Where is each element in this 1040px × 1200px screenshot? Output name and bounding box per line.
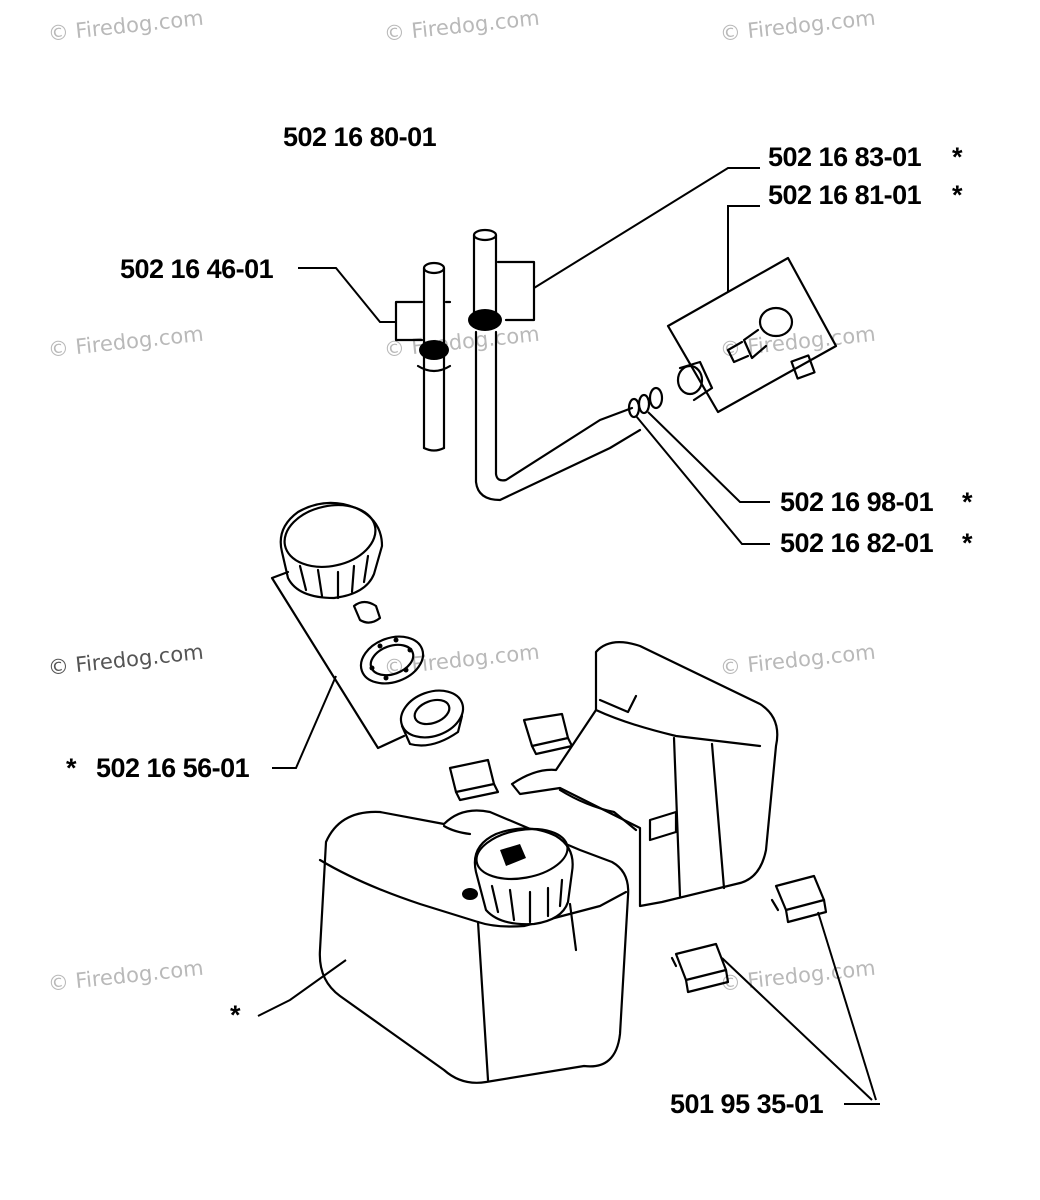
- label-hose-upper: 502 16 83-01: [768, 142, 922, 172]
- cap-retainer: [352, 600, 382, 624]
- leader-grommet-b: [635, 415, 770, 545]
- fuel-filter: [666, 256, 838, 414]
- rubber-pad-lower: [448, 758, 500, 802]
- leader-tank: [257, 959, 347, 1017]
- leader-filter-kit: [727, 205, 760, 292]
- label-hose-left: 502 16 46-01: [120, 254, 274, 284]
- label-grommet-b-star: *: [962, 528, 973, 558]
- leader-hose-left: [298, 267, 396, 323]
- leader-bumper-right: [817, 911, 877, 1101]
- label-bumper: 501 95 35-01: [670, 1089, 824, 1119]
- bumper-left: [670, 942, 730, 994]
- label-filter-kit-star: *: [952, 180, 963, 210]
- leader-grommet-a: [647, 411, 770, 503]
- leader-hose-upper: [533, 167, 760, 289]
- label-filter-kit: 502 16 81-01: [768, 180, 922, 210]
- label-grommet-a-star: *: [962, 487, 973, 517]
- label-tank-star: *: [230, 1000, 241, 1030]
- fuel-cap: [279, 501, 384, 600]
- bracket-hose-upper: [496, 260, 536, 322]
- rubber-pad-upper: [522, 712, 574, 756]
- fuel-tank: [318, 641, 779, 1084]
- bumper-right: [770, 874, 828, 924]
- fuel-hose-left: [416, 261, 452, 452]
- filler-neck: [399, 689, 465, 747]
- cap-gasket: [359, 635, 425, 685]
- hose-grommets: [627, 386, 664, 419]
- bracket-hose-left: [394, 300, 452, 342]
- label-grommet-a: 502 16 98-01: [780, 487, 934, 517]
- label-cap-kit: 502 16 56-01: [96, 753, 250, 783]
- leader-cap-kit: [272, 675, 337, 769]
- label-cap-kit-star: *: [66, 753, 77, 783]
- leader-bumper-left: [721, 957, 873, 1101]
- label-hose-upper-star: *: [952, 142, 963, 172]
- cap-kit-bracket: [270, 570, 406, 750]
- label-kit-main: 502 16 80-01: [283, 122, 437, 152]
- label-grommet-b: 502 16 82-01: [780, 528, 934, 558]
- fuel-hose-upper: [468, 228, 642, 502]
